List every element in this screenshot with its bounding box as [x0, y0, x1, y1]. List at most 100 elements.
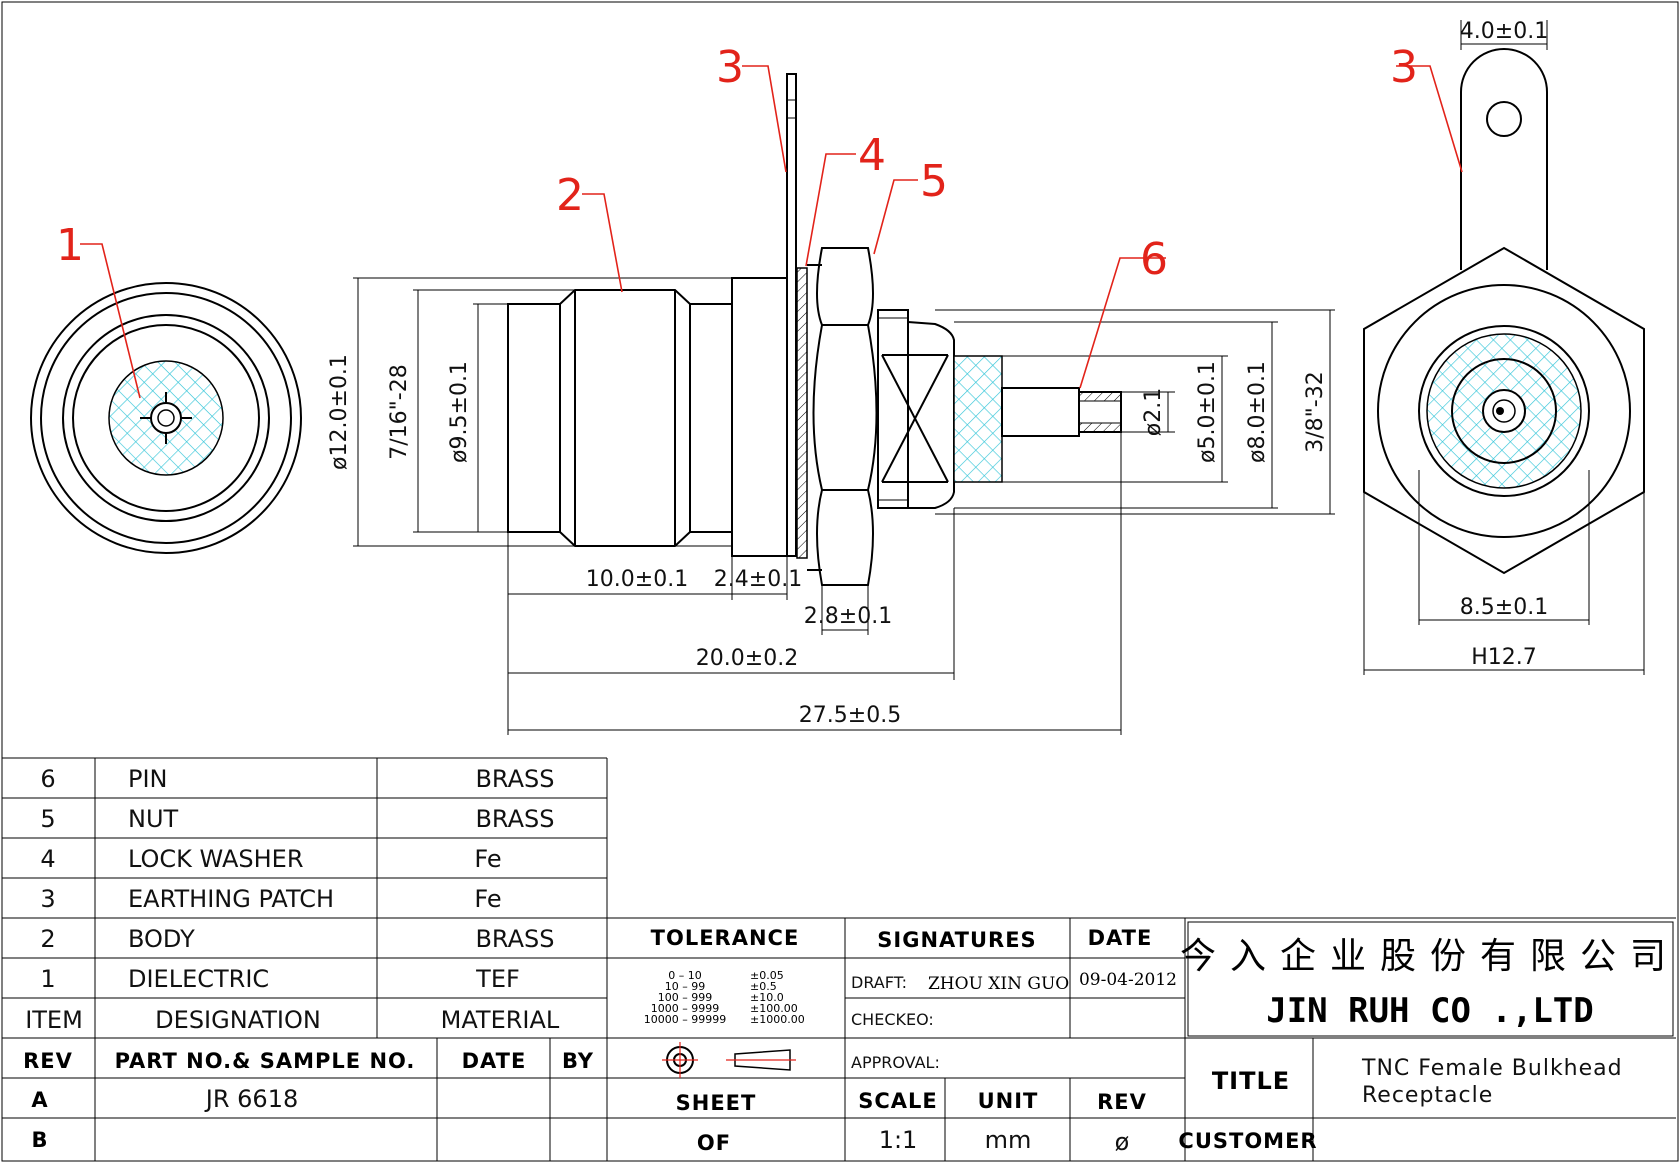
callout-2: 2 — [556, 170, 584, 221]
rev-header-rev: REV — [23, 1049, 73, 1073]
bom-designation: EARTHING PATCH — [128, 885, 334, 913]
bom-material: BRASS — [475, 765, 554, 793]
tolerance-range: 1000 – 9999 — [651, 1002, 719, 1015]
callout-3-rear: 3 — [1390, 42, 1418, 93]
tolerance-range: 0 – 10 — [668, 969, 702, 982]
revision-table: REV PART NO.& SAMPLE NO. DATE BY A JR 66… — [23, 1049, 594, 1152]
draft-date: 09-04-2012 — [1079, 970, 1177, 990]
bom-header-designation: DESIGNATION — [155, 1006, 321, 1034]
bom-row: 5 NUT BRASS — [40, 805, 554, 833]
revision-grid — [2, 1037, 1676, 1161]
bom-item: 2 — [40, 925, 55, 953]
revision-row: B — [31, 1128, 48, 1152]
tolerance-title: TOLERANCE — [651, 926, 800, 950]
tolerance-grid — [607, 917, 1676, 1161]
bom-material: BRASS — [475, 925, 554, 953]
dim-diameter-9-5: ø9.5±0.1 — [447, 361, 472, 463]
projection-symbol-icon — [662, 1042, 796, 1078]
unit-label: UNIT — [978, 1089, 1039, 1113]
rev-header-date: DATE — [462, 1049, 527, 1073]
bom-row: 2 BODY BRASS — [40, 925, 554, 953]
unit-value: mm — [985, 1126, 1032, 1154]
checked-label: CHECKEO: — [851, 1010, 934, 1029]
bom-material: TEF — [475, 965, 520, 993]
company-box — [1187, 921, 1674, 1037]
rear-view — [1363, 20, 1645, 675]
tolerance-range: 100 – 999 — [658, 991, 712, 1004]
bom-designation: NUT — [128, 805, 179, 833]
draft-label: DRAFT: — [851, 973, 907, 992]
rev-part-number: JR 6618 — [204, 1085, 298, 1113]
dim-width-4: 4.0±0.1 — [1460, 19, 1548, 44]
bom-grid — [2, 757, 608, 1161]
bom-material: Fe — [474, 885, 501, 913]
dim-hex-12-7: H12.7 — [1471, 645, 1537, 670]
callout-4: 4 — [858, 130, 886, 181]
dim-length-10: 10.0±0.1 — [586, 567, 688, 592]
rev-value: ø — [1115, 1128, 1130, 1156]
rev-letter: B — [31, 1128, 48, 1152]
bom-item: 4 — [40, 845, 55, 873]
revision-row: A JR 6618 — [31, 1085, 298, 1113]
rev-label: REV — [1097, 1090, 1147, 1114]
rev-letter: A — [31, 1088, 48, 1112]
dim-width-8-5: 8.5±0.1 — [1460, 595, 1548, 620]
bom-row: 6 PIN BRASS — [40, 765, 554, 793]
callout-leaders — [80, 65, 1463, 399]
bom-material: BRASS — [475, 805, 554, 833]
dim-diameter-5: ø5.0±0.1 — [1195, 361, 1220, 463]
bom-designation: BODY — [128, 925, 195, 953]
bom-row: 1 DIELECTRIC TEF — [40, 965, 519, 993]
tolerance-value: ±1000.00 — [750, 1013, 805, 1026]
approval-label: APPROVAL: — [851, 1053, 940, 1072]
callout-3-side: 3 — [716, 42, 744, 93]
bom-item: 5 — [40, 805, 55, 833]
bom-item: 3 — [40, 885, 55, 913]
dim-length-20: 20.0±0.2 — [696, 646, 798, 671]
dim-thread-front: 7/16"-28 — [387, 364, 412, 459]
title-label: TITLE — [1212, 1067, 1290, 1095]
signatures-title: SIGNATURES — [877, 928, 1036, 952]
callout-6: 6 — [1140, 234, 1168, 285]
company-name-chinese: 今入企业股份有限公司 — [1180, 936, 1680, 977]
bom-material: Fe — [474, 845, 501, 873]
tolerance-range: 10 – 99 — [665, 980, 706, 993]
title-line-1: TNC Female Bulkhead — [1361, 1056, 1623, 1081]
draft-name: ZHOU XIN GUO — [928, 974, 1069, 994]
bom-designation: LOCK WASHER — [128, 845, 304, 873]
bom-designation: PIN — [128, 765, 168, 793]
side-view-dimensions — [353, 277, 1335, 735]
dim-diameter-2-1: ø2.1 — [1141, 388, 1166, 436]
dim-length-27-5: 27.5±0.5 — [799, 703, 901, 728]
title-line-2: Receptacle — [1362, 1083, 1493, 1108]
rev-header-part: PART NO.& SAMPLE NO. — [115, 1049, 416, 1073]
tolerance-table: 0 – 10 10 – 99 100 – 999 1000 – 9999 100… — [644, 969, 805, 1026]
sheet-of-label: OF — [697, 1131, 731, 1155]
bom-row: 3 EARTHING PATCH Fe — [40, 885, 501, 913]
bom-header-material: MATERIAL — [441, 1006, 560, 1034]
tolerance-range: 10000 – 99999 — [644, 1013, 726, 1026]
company-name-english: JIN RUH CO .,LTD — [1266, 991, 1594, 1031]
dim-thread-rear: 3/8"-32 — [1303, 371, 1328, 452]
tolerance-value: ±0.05 — [750, 969, 784, 982]
tolerance-value: ±0.5 — [750, 980, 777, 993]
scale-value: 1:1 — [879, 1126, 918, 1154]
signatures-date-title: DATE — [1088, 926, 1153, 950]
callout-1: 1 — [56, 220, 84, 271]
scale-label: SCALE — [858, 1089, 938, 1113]
dim-length-2-8: 2.8±0.1 — [804, 604, 892, 629]
dim-diameter-8: ø8.0±0.1 — [1245, 361, 1270, 463]
front-view — [30, 282, 302, 554]
bom-item: 6 — [40, 765, 55, 793]
dim-length-2-4: 2.4±0.1 — [714, 567, 802, 592]
side-view — [507, 73, 1122, 586]
sheet-label: SHEET — [676, 1091, 757, 1115]
rev-header-by: BY — [562, 1049, 594, 1073]
tolerance-value: ±100.00 — [750, 1002, 798, 1015]
bom-header-item: ITEM — [25, 1006, 83, 1034]
tolerance-value: ±10.0 — [750, 991, 784, 1004]
callout-5: 5 — [920, 156, 948, 207]
dim-diameter-12: ø12.0±0.1 — [327, 354, 352, 470]
